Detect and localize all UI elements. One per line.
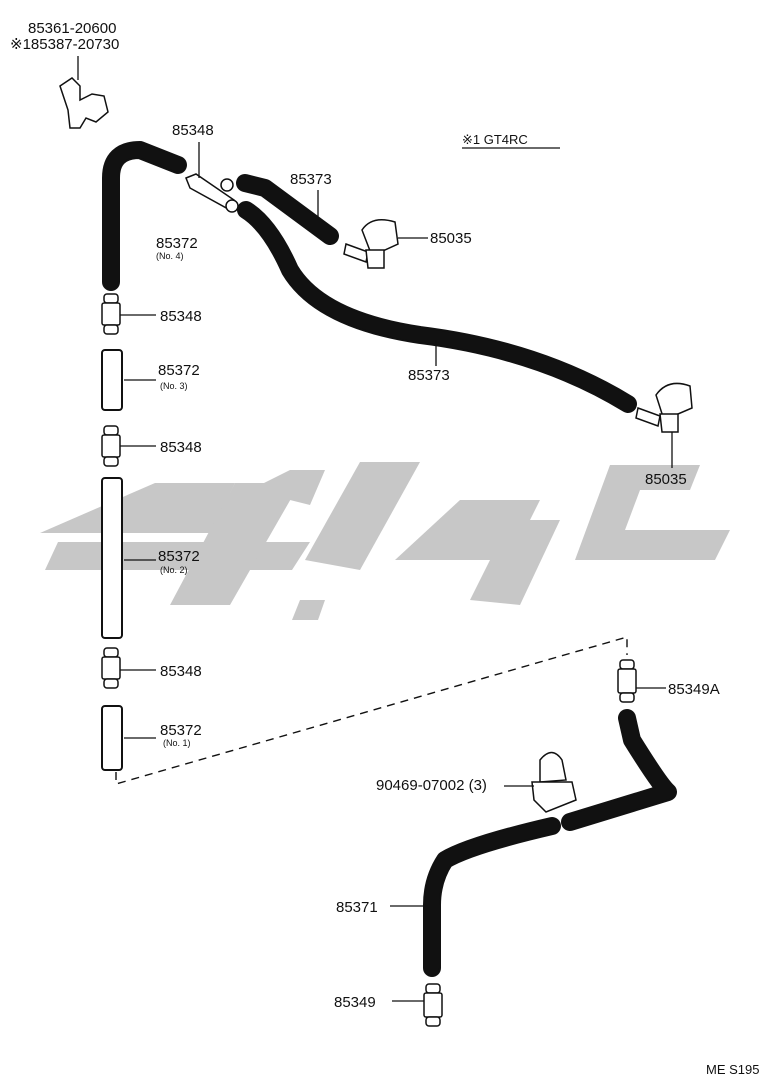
callout-85372-no1-sub: (No. 1) [163, 738, 191, 748]
joint-85349a-icon [617, 659, 666, 703]
tee-joint-85348 [185, 142, 239, 213]
callout-85035-2: 85035 [645, 471, 687, 488]
hose-no4 [102, 141, 187, 291]
callout-85372-no3-sub: (No. 3) [160, 381, 188, 391]
callout-85349a: 85349A [668, 681, 720, 698]
callout-85372-no4: 85372 [156, 235, 198, 252]
hose-85373-long [237, 201, 637, 413]
joint-85349-icon [392, 983, 443, 1027]
watermark-logo [40, 462, 730, 620]
callout-85348-c: 85348 [160, 663, 202, 680]
callout-85372-no4-sub: (No. 4) [156, 251, 184, 261]
hose-no2 [101, 477, 156, 639]
washer-nozzle-1-icon [343, 219, 428, 269]
callout-85349: 85349 [334, 994, 376, 1011]
connector-85361-icon [59, 56, 109, 129]
callout-85348-b: 85348 [160, 439, 202, 456]
hose-85373-short [236, 174, 339, 245]
figure-code: ME S195 [706, 1062, 759, 1077]
clip-90469-icon [504, 751, 577, 813]
joint-85348-b-icon [101, 425, 156, 467]
callout-85372-no3: 85372 [158, 362, 200, 379]
callout-85372-no2: 85372 [158, 548, 200, 565]
callout-85373-long: 85373 [408, 367, 450, 384]
assembly-dashed-line [115, 636, 628, 785]
washer-nozzle-2-icon [635, 382, 693, 468]
part-number-185387: ※185387-20730 [10, 36, 119, 53]
variant-note: ※1 GT4RC [462, 132, 528, 147]
callout-85372-no2-sub: (No. 2) [160, 565, 188, 575]
hose-85371 [390, 709, 677, 977]
callout-85348-top: 85348 [172, 122, 214, 139]
callout-85371: 85371 [336, 899, 378, 916]
callout-85373-short: 85373 [290, 171, 332, 188]
callout-85348-a: 85348 [160, 308, 202, 325]
joint-85348-c-icon [101, 647, 156, 689]
callout-85372-no1: 85372 [160, 722, 202, 739]
callout-90469: 90469-07002 (3) [376, 777, 487, 794]
joint-85348-a-icon [101, 293, 156, 335]
part-number-85361: 85361-20600 [28, 20, 116, 37]
hose-no1 [101, 705, 156, 771]
callout-85035-1: 85035 [430, 230, 472, 247]
hose-no3 [101, 349, 156, 411]
